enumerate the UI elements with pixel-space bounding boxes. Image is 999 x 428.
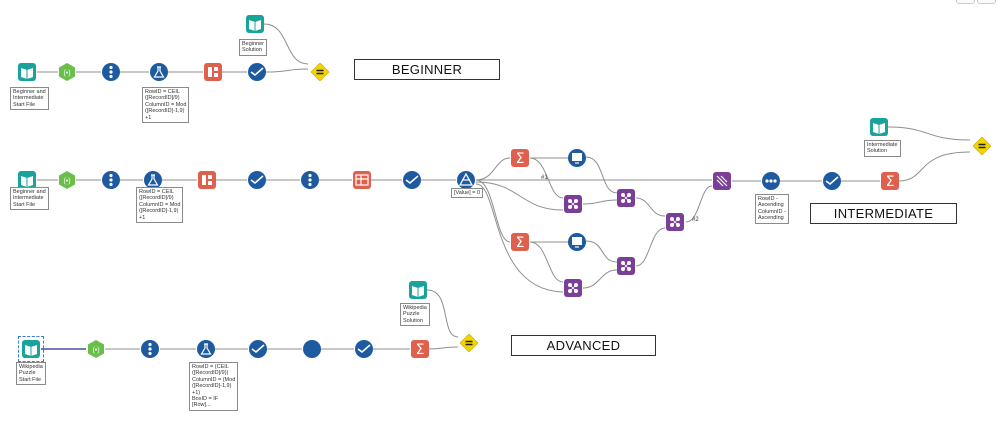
transpose-icon[interactable] [203, 62, 223, 82]
annotation-formula: RowID = CEIL ([RecordID]/9) ColumnID = M… [142, 87, 190, 124]
svg-text:(•): (•) [92, 347, 99, 354]
transpose-icon[interactable] [197, 170, 217, 190]
input-data-icon[interactable] [869, 117, 889, 137]
input-data-icon[interactable] [17, 62, 37, 82]
record-id-icon[interactable] [300, 170, 320, 190]
annotation-solution: Intermediate Solution [864, 140, 901, 157]
select-check-icon[interactable] [354, 339, 374, 359]
input-data-icon[interactable] [245, 14, 265, 34]
record-id-icon[interactable] [101, 62, 121, 82]
summarize-icon[interactable]: Σ [510, 232, 530, 252]
record-id-icon[interactable] [140, 339, 160, 359]
canvas-corner-controls[interactable] [956, 0, 996, 4]
annotation-solution: Wikipedia Puzzle Solution [400, 303, 430, 327]
browse-icon[interactable] [567, 232, 587, 252]
select-check-icon[interactable] [822, 171, 842, 191]
annotation-formula: RowID = CEIL ([RecordID]/9) ColumnID = M… [136, 187, 184, 224]
select-check-icon[interactable] [247, 170, 267, 190]
compare-icon[interactable] [310, 62, 330, 82]
cross-tab-icon[interactable] [352, 170, 372, 190]
connection-badge: #1 [541, 175, 548, 181]
summarize-icon[interactable]: Σ [880, 171, 900, 191]
select-check-icon[interactable] [402, 170, 422, 190]
formula-icon[interactable] [143, 170, 163, 190]
select-tool-icon[interactable]: (•) [57, 170, 77, 190]
input-data-icon[interactable] [18, 336, 44, 362]
svg-text:(•): (•) [63, 70, 70, 77]
corner-button[interactable] [977, 0, 996, 4]
input-data-icon[interactable] [408, 280, 428, 300]
join-multiple-icon[interactable] [563, 278, 583, 298]
svg-text:Σ: Σ [516, 235, 525, 251]
join-multiple-icon[interactable] [563, 194, 583, 214]
join-multiple-icon[interactable] [616, 188, 636, 208]
svg-text:(•): (•) [63, 178, 70, 185]
svg-text:Σ: Σ [516, 151, 525, 167]
corner-button[interactable] [956, 0, 975, 4]
section-label-advanced: ADVANCED [511, 335, 656, 356]
annotation-input: Wikipedia Puzzle Start File [16, 362, 46, 386]
macro-icon[interactable] [302, 339, 322, 359]
select-check-icon[interactable] [247, 62, 267, 82]
record-id-icon[interactable] [101, 170, 121, 190]
annotation-input: Beginner and Intermediate Start File [10, 87, 49, 111]
annotation-sort: RowID - Ascending ColumnID - Ascending [755, 194, 789, 224]
join-multiple-icon[interactable] [616, 256, 636, 276]
sort-icon[interactable] [761, 171, 781, 191]
formula-icon[interactable] [196, 339, 216, 359]
compare-icon[interactable] [972, 136, 992, 156]
annotation-solution: Beginner Solution [239, 39, 268, 56]
summarize-icon[interactable]: Σ [510, 148, 530, 168]
annotation-filter: [Value] = 0 [451, 188, 484, 199]
select-tool-icon[interactable]: (•) [57, 62, 77, 82]
input-data-icon[interactable] [17, 170, 37, 190]
section-label-intermediate: INTERMEDIATE [810, 203, 957, 224]
select-check-icon[interactable] [248, 339, 268, 359]
summarize-icon[interactable]: Σ [410, 339, 430, 359]
select-tool-icon[interactable]: (•) [86, 339, 106, 359]
browse-icon[interactable] [567, 148, 587, 168]
section-label-beginner: BEGINNER [354, 59, 500, 80]
connection-badge: #2 [692, 217, 699, 223]
svg-text:Σ: Σ [886, 174, 895, 190]
union-icon[interactable] [712, 171, 732, 191]
annotation-formula: RowID = (CEIL ([RecordID]/9)) ColumnID =… [189, 362, 239, 411]
svg-text:Σ: Σ [416, 342, 425, 358]
formula-icon[interactable] [149, 62, 169, 82]
compare-icon[interactable] [459, 333, 479, 353]
join-multiple-icon[interactable] [665, 212, 685, 232]
annotation-input: Beginner and Intermediate Start File [10, 187, 49, 211]
filter-icon[interactable] [456, 170, 476, 190]
